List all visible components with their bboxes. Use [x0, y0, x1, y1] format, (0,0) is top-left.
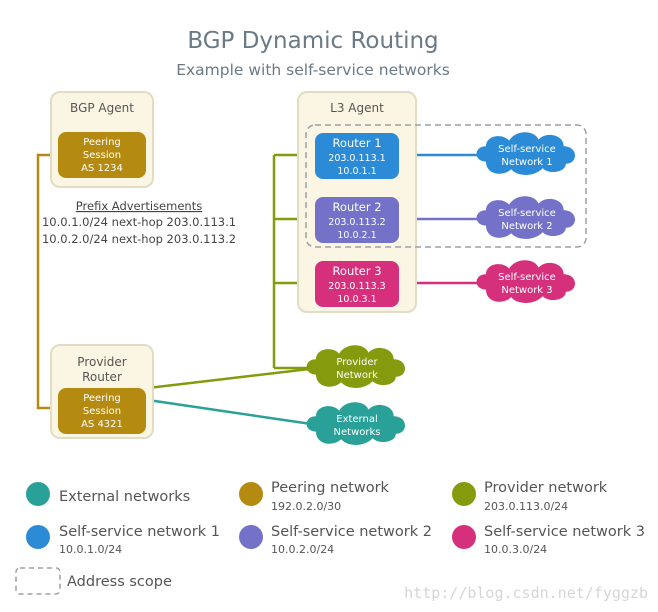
- provider-peering-session: [58, 388, 146, 434]
- provider-session-line-1: Peering: [83, 393, 121, 404]
- legend-self1-label: Self-service network 1: [59, 524, 220, 540]
- self-service-network-1-cloud: Self-service Network 1: [476, 132, 576, 175]
- legend-self2-swatch: [239, 525, 263, 549]
- legend-peering-label: Peering network: [271, 480, 390, 496]
- prefix-advertisements: Prefix Advertisements 10.0.1.0/24 next-h…: [42, 199, 236, 246]
- legend-provider-sub: 203.0.113.0/24: [484, 500, 568, 513]
- router-2-name: Router 2: [332, 200, 381, 214]
- peering-link: [36, 153, 58, 410]
- self3-cloud-line-1: Self-service: [498, 272, 556, 283]
- bgp-session-line-1: Peering: [83, 137, 121, 148]
- l3-agent-title: L3 Agent: [330, 101, 384, 115]
- legend-self2-sub: 10.0.2.0/24: [271, 543, 334, 556]
- prefix-ads-title: Prefix Advertisements: [76, 199, 202, 213]
- legend-self3-label: Self-service network 3: [484, 524, 645, 540]
- watermark: http://blog.csdn.net/fyggzb: [404, 584, 648, 602]
- bgp-session-line-2: Session: [83, 150, 121, 161]
- provider-cloud-line-1: Provider: [336, 357, 378, 368]
- external-cloud-line-1: External: [336, 414, 378, 425]
- prefix-ad-line-1: 10.0.1.0/24 next-hop 203.0.113.1: [42, 215, 236, 229]
- external-networks-cloud: External Networks: [306, 402, 406, 445]
- provider-network-cloud: Provider Network: [306, 345, 406, 388]
- router-1: [315, 133, 399, 179]
- self2-cloud-line-2: Network 2: [501, 221, 552, 232]
- address-scope-boundary: [305, 124, 587, 248]
- router-1-ip2: 10.0.1.1: [337, 166, 376, 177]
- legend-self3-swatch: [452, 525, 476, 549]
- provider-router-title-1: Provider: [77, 355, 126, 369]
- self1-cloud-line-1: Self-service: [498, 144, 556, 155]
- provider-link-router: [147, 366, 319, 390]
- legend-peering-sub: 192.0.2.0/30: [271, 500, 341, 513]
- router-2: [315, 197, 399, 243]
- router-1-name: Router 1: [332, 136, 381, 150]
- diagram-subtitle: Example with self-service networks: [176, 61, 450, 79]
- self1-cloud-line-2: Network 1: [501, 157, 552, 168]
- provider-session-line-2: Session: [83, 406, 121, 417]
- self2-cloud-line-1: Self-service: [498, 208, 556, 219]
- l3-agent: L3 Agent Router 1 203.0.113.1 10.0.1.1 R…: [297, 91, 587, 313]
- legend-self3-sub: 10.0.3.0/24: [484, 543, 547, 556]
- router-2-ip1: 203.0.113.2: [328, 217, 385, 228]
- legend-self1-swatch: [26, 525, 50, 549]
- provider-router-title-2: Router: [82, 370, 122, 384]
- router-1-ip1: 203.0.113.1: [328, 153, 385, 164]
- router-3-ip2: 10.0.3.1: [337, 294, 376, 305]
- bgp-peering-session: [58, 132, 146, 178]
- provider-session-line-3: AS 4321: [81, 419, 123, 430]
- legend-provider-label: Provider network: [484, 480, 608, 496]
- legend-self1-sub: 10.0.1.0/24: [59, 543, 122, 556]
- self-service-network-2-cloud: Self-service Network 2: [476, 196, 576, 239]
- provider-router: Provider Router Peering Session AS 4321: [50, 344, 154, 439]
- diagram-title: BGP Dynamic Routing: [187, 28, 438, 54]
- router-3-ip1: 203.0.113.3: [328, 281, 385, 292]
- legend-scope-swatch: [15, 567, 61, 595]
- legend: External networks Peering network 192.0.…: [15, 480, 645, 595]
- legend-provider-swatch: [452, 482, 476, 506]
- self-service-network-3-cloud: Self-service Network 3: [476, 260, 576, 303]
- legend-external-label: External networks: [59, 489, 190, 505]
- router-3-name: Router 3: [332, 264, 381, 278]
- legend-external-swatch: [26, 482, 50, 506]
- bgp-agent-title: BGP Agent: [70, 101, 134, 115]
- prefix-ad-line-2: 10.0.2.0/24 next-hop 203.0.113.2: [42, 232, 236, 246]
- self3-cloud-line-2: Network 3: [501, 285, 552, 296]
- legend-self2-label: Self-service network 2: [271, 524, 432, 540]
- bgp-session-line-3: AS 1234: [81, 163, 123, 174]
- legend-peering-swatch: [239, 482, 263, 506]
- external-link: [147, 398, 319, 427]
- bgp-agent: BGP Agent Peering Session AS 1234: [50, 91, 154, 188]
- provider-cloud-line-2: Network: [336, 370, 378, 381]
- router-3: [315, 261, 399, 307]
- external-cloud-line-2: Networks: [334, 427, 381, 438]
- router-2-ip2: 10.0.2.1: [337, 230, 376, 241]
- legend-scope-label: Address scope: [67, 574, 172, 590]
